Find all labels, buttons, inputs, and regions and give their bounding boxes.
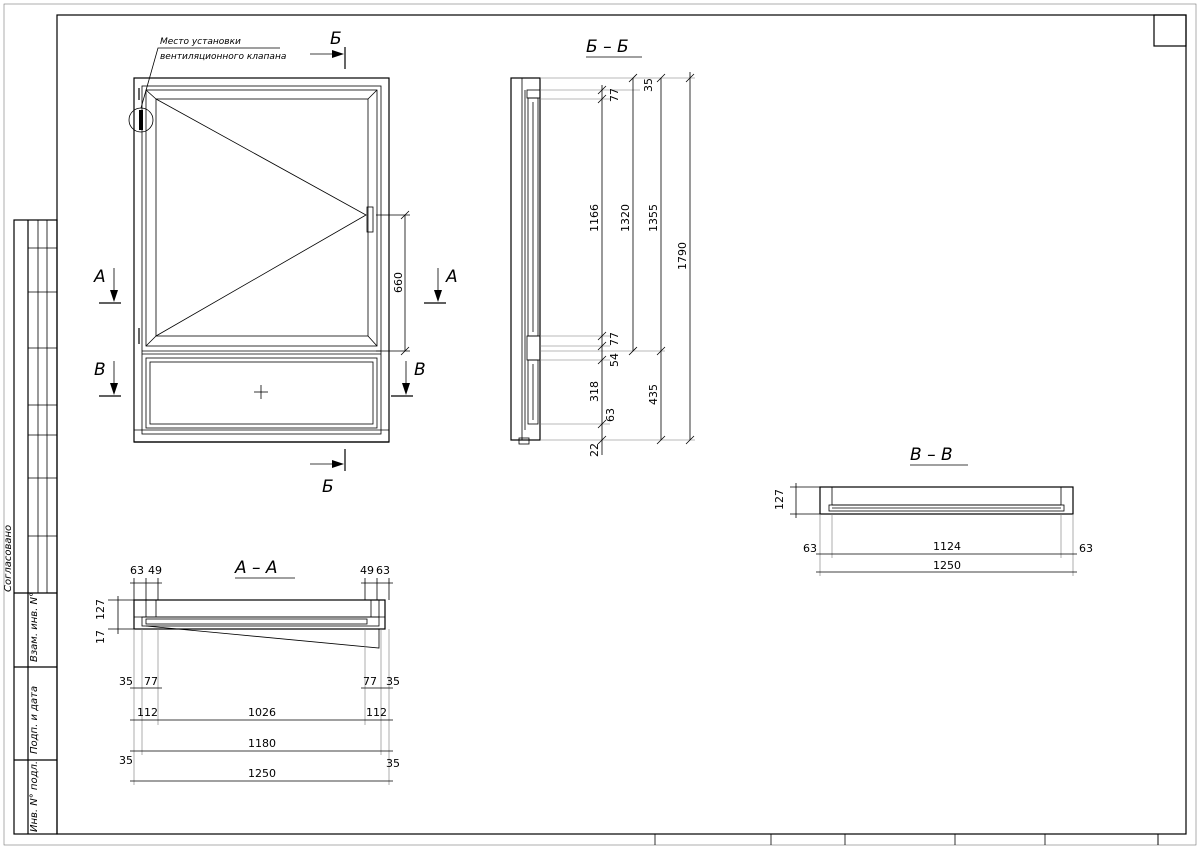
stamp-agreed: Согласовано [3, 525, 14, 592]
dim-1790: 1790 [676, 242, 689, 270]
dim-35-left-2: 35 [119, 754, 133, 767]
dim-77-bot: 77 [608, 332, 621, 346]
dim-35-right: 35 [386, 675, 400, 688]
dim-63-right: 63 [376, 564, 390, 577]
dim-1166: 1166 [588, 204, 601, 232]
dim-22: 22 [588, 443, 601, 457]
stamp-inv-vz: Взам. инв. N° [29, 592, 40, 662]
vv-dim-127: 127 [773, 489, 786, 510]
dim-35-left: 35 [119, 675, 133, 688]
section-vv: В – В 127 63 1124 63 1250 [773, 445, 1093, 576]
title-aa: А – А [234, 558, 278, 578]
dim-63: 63 [604, 408, 617, 422]
section-bb: Б – Б [510, 37, 695, 457]
dim-1355: 1355 [647, 204, 660, 232]
dim-112-right: 112 [366, 706, 387, 719]
dim-35: 35 [642, 78, 655, 92]
mark-v-left: В [94, 360, 106, 380]
vv-dim-63-left: 63 [803, 542, 817, 555]
dim-77-top: 77 [608, 88, 621, 102]
section-markers: А А В В Б Б [93, 29, 458, 497]
dim-77-right: 77 [363, 675, 377, 688]
dim-1026: 1026 [248, 706, 276, 719]
vv-dim-1250: 1250 [933, 559, 961, 572]
mark-a-right: А [445, 267, 458, 287]
vv-dim-1124: 1124 [933, 540, 961, 553]
dim-17: 17 [94, 630, 107, 644]
dim-49-left: 49 [148, 564, 162, 577]
title-bb: Б – Б [586, 37, 629, 57]
note-line2: вентиляционного клапана [160, 52, 286, 62]
dim-1180: 1180 [248, 737, 276, 750]
dim-49-right: 49 [360, 564, 374, 577]
dim-35-right-2: 35 [386, 757, 400, 770]
dim-127: 127 [94, 599, 107, 620]
section-aa: А – А 63 49 49 63 127 17 [94, 558, 400, 785]
mark-b-bottom: Б [322, 477, 334, 497]
dim-1250: 1250 [248, 767, 276, 780]
mark-v-right: В [414, 360, 426, 380]
dim-77-left: 77 [144, 675, 158, 688]
left-stamp: Согласовано Взам. инв. N° Подп. и дата И… [3, 219, 58, 835]
handle-icon [366, 206, 374, 233]
stamp-sign-date: Подп. и дата [29, 686, 40, 754]
dim-660: 660 [392, 272, 405, 293]
note-line1: Место установки [160, 37, 241, 47]
mark-a-left: А [93, 267, 106, 287]
dim-1320: 1320 [619, 204, 632, 232]
stamp-inv-orig: Инв. N° подл. [29, 761, 40, 832]
dim-63-left: 63 [130, 564, 144, 577]
mark-b-top: Б [330, 29, 342, 49]
dim-54: 54 [608, 353, 621, 367]
vv-dim-63-right: 63 [1079, 542, 1093, 555]
dim-318: 318 [588, 381, 601, 402]
dim-112-left: 112 [137, 706, 158, 719]
sheet-frame [3, 3, 1197, 846]
dim-435: 435 [647, 384, 660, 405]
title-vv: В – В [910, 445, 953, 465]
window-elevation: Место установки вентиляционного клапана … [128, 37, 410, 443]
